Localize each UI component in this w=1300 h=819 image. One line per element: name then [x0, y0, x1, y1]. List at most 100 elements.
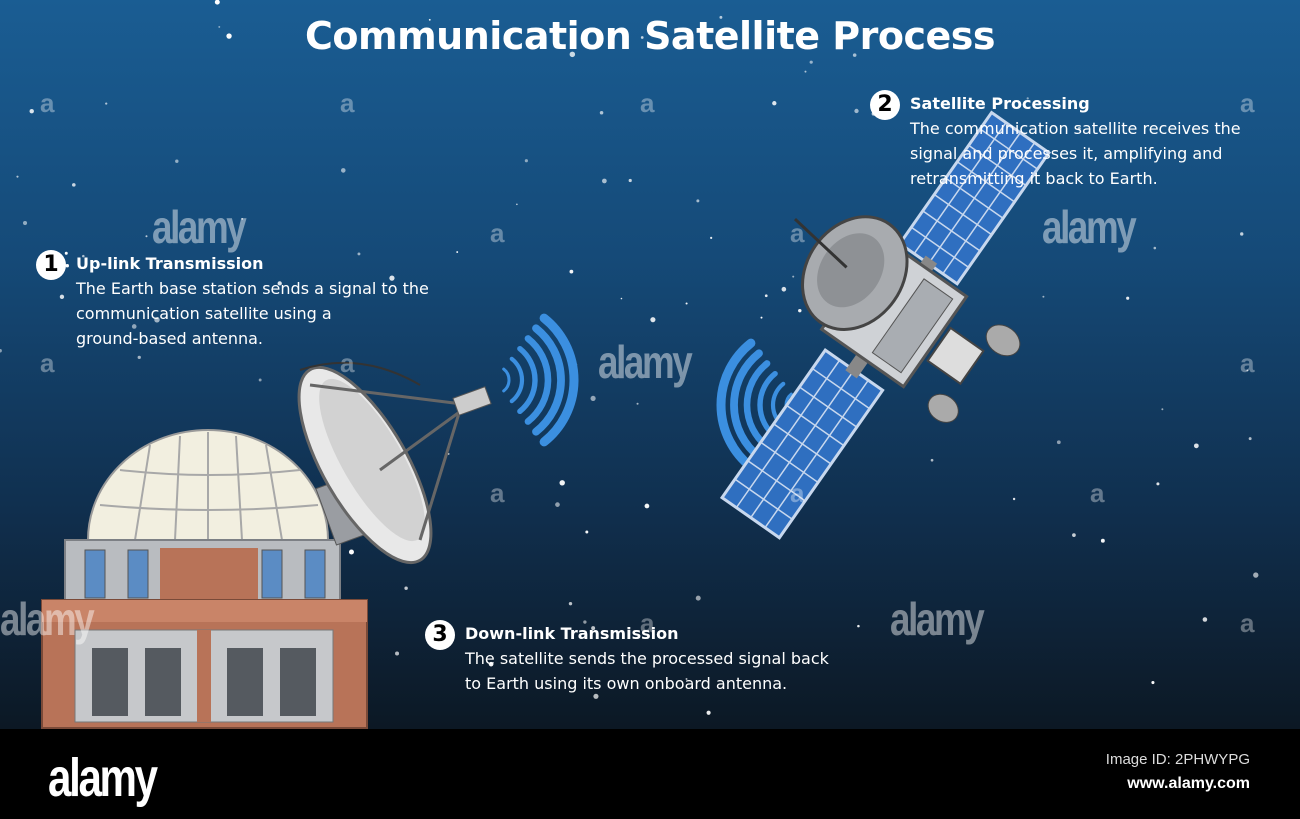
star — [0, 349, 2, 353]
signal-wave — [509, 356, 525, 404]
step-heading: Up-link Transmission — [76, 254, 264, 273]
solar-panel-lower — [719, 348, 885, 540]
star — [488, 661, 494, 667]
star — [809, 60, 813, 64]
site-url[interactable]: www.alamy.com — [1127, 775, 1250, 792]
description-line: to Earth using its own onboard antenna. — [465, 674, 788, 693]
watermark-letter: a — [40, 348, 55, 378]
star — [1193, 443, 1199, 449]
star — [1161, 408, 1164, 411]
star — [852, 53, 857, 57]
star — [640, 36, 644, 39]
star — [1153, 246, 1157, 250]
star — [1156, 482, 1160, 486]
star — [644, 503, 650, 509]
star — [599, 110, 604, 115]
star — [559, 480, 565, 486]
star — [456, 251, 459, 253]
star — [348, 549, 354, 555]
step-number-badge: 3 — [425, 620, 455, 650]
star — [516, 203, 518, 206]
star — [760, 316, 763, 319]
star — [706, 710, 711, 715]
star — [792, 275, 795, 278]
step-number-badge: 1 — [36, 250, 66, 280]
satellite — [719, 110, 1052, 540]
star — [72, 183, 76, 187]
star — [428, 18, 431, 21]
star — [1012, 497, 1016, 501]
watermark: alamy — [1042, 201, 1137, 253]
page-title: Communication Satellite Process — [305, 14, 996, 58]
star — [145, 235, 148, 238]
step-heading: Satellite Processing — [910, 94, 1090, 113]
star — [591, 626, 596, 631]
star — [1100, 538, 1105, 543]
watermark: alamy — [152, 201, 247, 253]
description-line: retransmitting it back to Earth. — [910, 169, 1158, 188]
watermark-letter: a — [40, 88, 55, 118]
star — [710, 236, 713, 239]
star — [555, 502, 560, 507]
star — [798, 308, 802, 313]
ground-station — [41, 429, 368, 729]
star — [628, 178, 632, 183]
star — [389, 275, 395, 281]
watermark-letter: a — [1090, 478, 1105, 508]
star — [29, 108, 34, 114]
star — [1056, 440, 1061, 445]
step-description: The Earth base station sends a signal to… — [76, 276, 429, 351]
star — [1248, 437, 1252, 441]
star — [241, 218, 244, 220]
star — [764, 294, 768, 298]
star — [340, 168, 346, 173]
description-line: communication satellite using a — [76, 304, 332, 323]
star — [583, 620, 587, 624]
star — [1202, 617, 1208, 622]
star — [719, 15, 723, 19]
star — [1151, 680, 1155, 685]
infographic-scene: Communication Satellite Process 1 Up-lin… — [0, 0, 1300, 729]
star — [137, 355, 141, 360]
star — [781, 286, 787, 292]
star — [154, 317, 160, 323]
signal-wave — [502, 367, 511, 393]
watermark-letter: a — [490, 218, 505, 248]
description-line: The communication satellite receives the — [910, 119, 1241, 138]
step-heading: Down-link Transmission — [465, 624, 679, 643]
star — [593, 693, 599, 699]
star — [650, 317, 656, 323]
star — [620, 297, 623, 300]
star — [602, 178, 607, 184]
star — [854, 108, 859, 114]
watermark-letter: a — [1240, 608, 1255, 638]
watermark-letter: a — [1240, 88, 1255, 118]
star — [404, 586, 408, 590]
description-line: The satellite sends the processed signal… — [465, 649, 829, 668]
signal-wave — [716, 338, 756, 472]
illustration — [0, 0, 1259, 729]
description-line: ground-based antenna. — [76, 329, 263, 348]
star — [277, 281, 282, 286]
watermark: alamy — [598, 336, 693, 388]
watermark-letter: a — [1240, 348, 1255, 378]
star — [59, 294, 65, 299]
ground-antenna-dish — [297, 361, 492, 565]
step-number-badge: 2 — [870, 90, 900, 120]
star — [105, 102, 108, 105]
watermark-letter: a — [640, 608, 655, 638]
description-line: The Earth base station sends a signal to… — [76, 279, 429, 298]
star — [214, 0, 220, 5]
star — [772, 101, 777, 106]
star — [696, 199, 700, 203]
watermark-letter: a — [790, 478, 805, 508]
star — [685, 678, 688, 681]
star — [636, 402, 639, 405]
star — [1026, 97, 1029, 100]
watermark-letter: a — [640, 88, 655, 118]
signal-wave — [743, 360, 771, 450]
star — [16, 175, 19, 178]
star — [1042, 295, 1045, 298]
star — [569, 269, 574, 274]
step-description: The satellite sends the processed signal… — [465, 646, 829, 696]
